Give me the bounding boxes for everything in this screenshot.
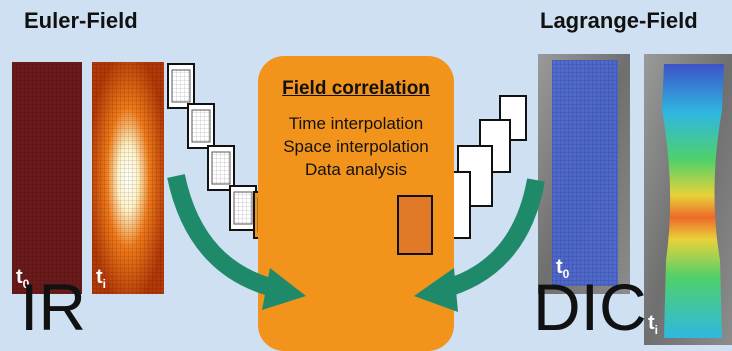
field-correlation-title: Field correlation bbox=[282, 78, 430, 99]
dic-frame-t0 bbox=[538, 54, 630, 294]
right-arrow bbox=[414, 178, 545, 312]
ir-t0-label: t0 bbox=[16, 266, 30, 291]
lagrange-field-title: Lagrange-Field bbox=[540, 8, 698, 33]
left-arrow bbox=[167, 174, 306, 310]
data-analysis-text: Data analysis bbox=[304, 160, 408, 179]
right-mini-frame bbox=[397, 195, 433, 255]
dic-ti-label: ti bbox=[648, 312, 659, 337]
dic-label: DIC bbox=[533, 270, 647, 344]
dic-frame-ti bbox=[644, 54, 732, 345]
dic-t0-label: t0 bbox=[556, 256, 570, 281]
ir-ti-label: ti bbox=[96, 266, 107, 291]
euler-field-title: Euler-Field bbox=[24, 8, 138, 33]
time-interpolation-text: Time interpolation bbox=[288, 114, 424, 133]
space-interpolation-text: Space interpolation bbox=[283, 137, 429, 156]
ir-frame-t0 bbox=[12, 62, 82, 294]
ir-frame-ti bbox=[92, 62, 164, 294]
ir-label: IR bbox=[20, 270, 86, 344]
